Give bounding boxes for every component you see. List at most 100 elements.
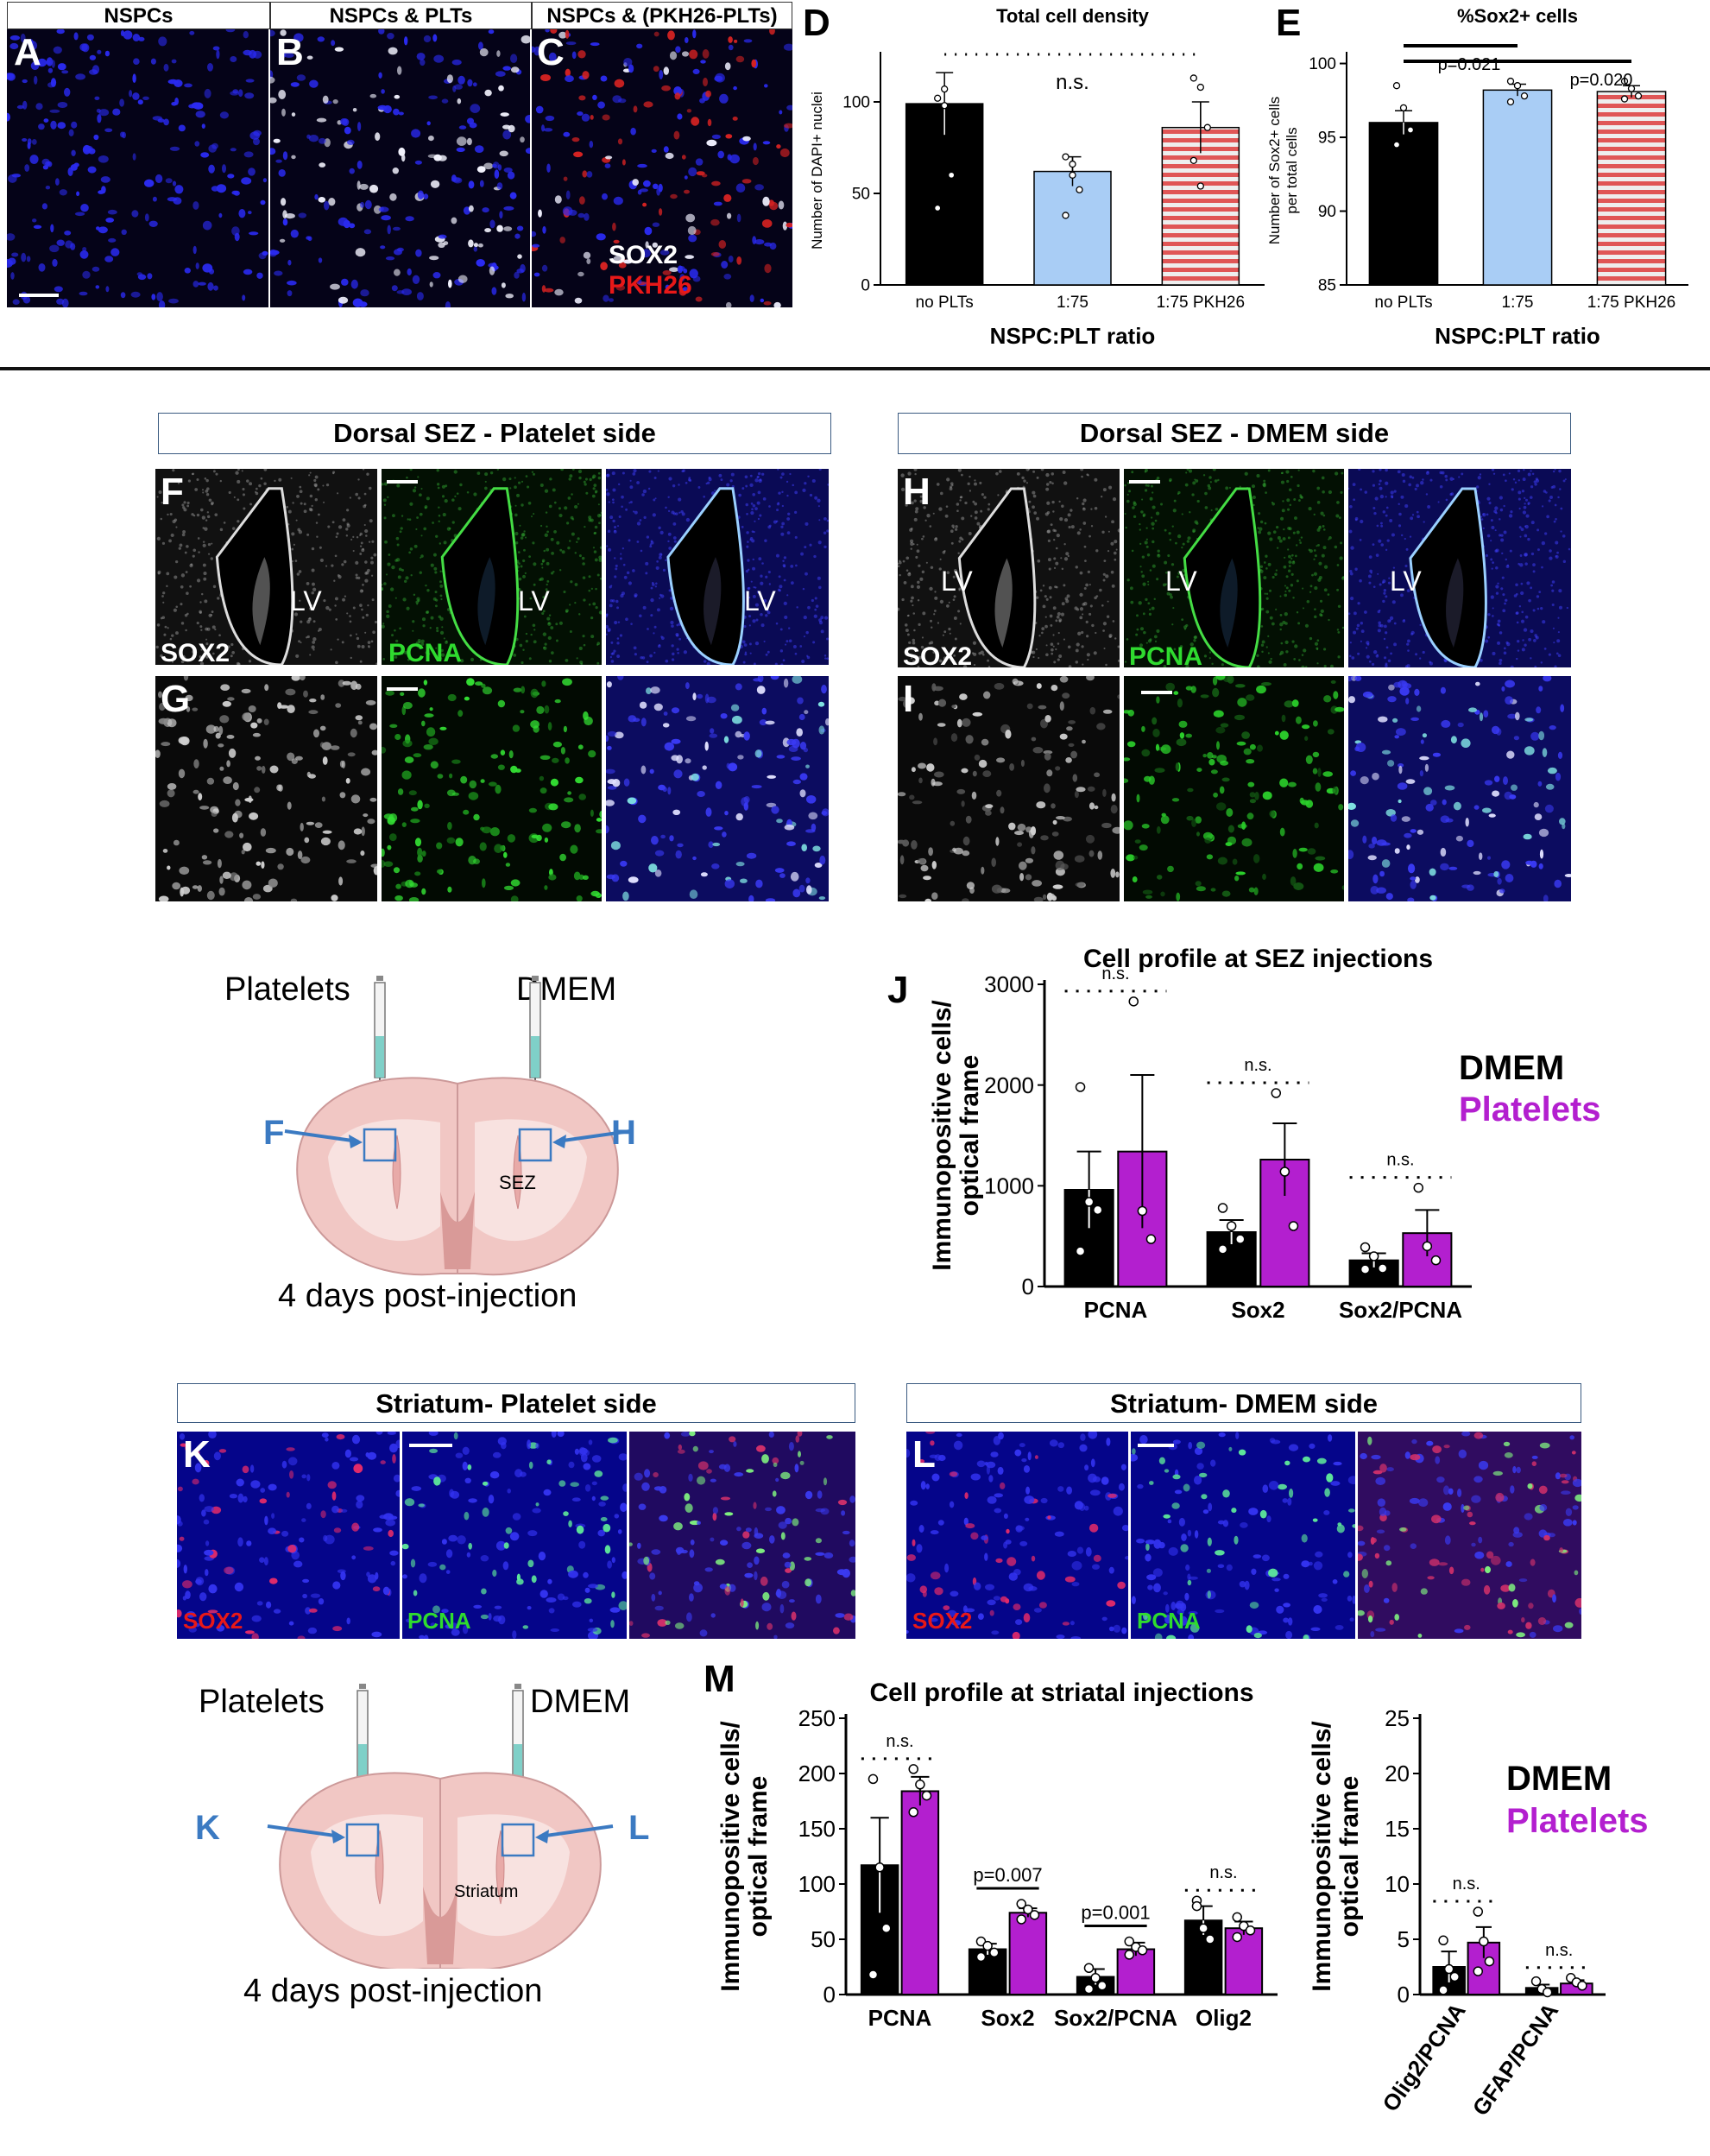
header-nspcs: NSPCs	[7, 2, 270, 29]
data-point	[868, 1969, 879, 1980]
data-point	[915, 1780, 925, 1790]
panel-letter-a: A	[14, 31, 41, 73]
y-tick-label: 150	[798, 1816, 836, 1842]
data-point	[1097, 1981, 1107, 1991]
lv-label-h1: LV	[941, 566, 973, 597]
y-tick-label: 25	[1385, 1705, 1410, 1731]
data-point	[1620, 77, 1629, 85]
data-point	[948, 171, 956, 179]
arrow-label-k: K	[195, 1809, 220, 1847]
y-tick-label: 0	[1022, 1274, 1034, 1299]
y-axis-label: Immunopositive cells/	[928, 1000, 956, 1271]
significance-label: p=0.001	[1081, 1902, 1150, 1924]
significance-label: n.s.	[1386, 1151, 1414, 1170]
panel-letter-e: E	[1276, 2, 1302, 44]
y-tick-label: 100	[798, 1871, 836, 1897]
y-tick-label: 0	[1398, 1982, 1410, 2007]
diagram-sez-platelets-label: Platelets	[224, 971, 350, 1008]
data-point	[1189, 156, 1197, 164]
data-point	[1069, 171, 1076, 179]
section-divider	[0, 367, 1710, 370]
y-tick-label: 85	[1318, 277, 1336, 295]
panel-letter-f: F	[161, 471, 184, 513]
micrograph-k-merge	[629, 1432, 855, 1639]
lv-label-f2: LV	[518, 585, 550, 616]
data-point	[1542, 1987, 1553, 1998]
x-tick-label: Sox2/PCNA	[1339, 1297, 1462, 1323]
scale-bar-l	[1138, 1444, 1174, 1447]
micrograph-h-merge	[1348, 469, 1571, 667]
y-tick-label: 200	[798, 1761, 836, 1786]
data-point	[1360, 1242, 1371, 1253]
data-point	[1279, 1167, 1290, 1177]
data-point	[1479, 1936, 1489, 1947]
micrograph-l-pcna	[1131, 1432, 1355, 1639]
chart-title: Cell profile at striatal injections	[869, 1679, 1253, 1707]
diagram-sez-region-label: SEZ	[499, 1172, 536, 1193]
chart-title: Total cell density	[996, 5, 1150, 27]
bar	[1224, 1927, 1264, 1996]
x-tick-label: PCNA	[868, 2005, 932, 2031]
micrograph-i-merge	[1348, 676, 1571, 901]
data-point	[1232, 1932, 1242, 1943]
significance-label: n.s.	[1545, 1941, 1573, 1960]
data-point	[1128, 996, 1139, 1007]
data-point	[1520, 92, 1529, 100]
x-tick-label: 1:75	[1502, 294, 1534, 312]
diagram-str-caption: 4 days post-injection	[243, 1973, 543, 2009]
arrow-label-f: F	[263, 1114, 285, 1152]
lv-label-f3: LV	[744, 585, 776, 616]
data-point	[1438, 1985, 1448, 1995]
significance-label: p=0.020	[1570, 71, 1633, 90]
data-point	[1205, 1934, 1215, 1944]
x-tick-label: no PLTs	[916, 294, 974, 312]
data-point	[908, 1764, 918, 1774]
significance-label: n.s.	[1101, 964, 1129, 983]
data-point	[1627, 85, 1636, 92]
data-point	[1137, 1205, 1148, 1217]
y-tick-label: 50	[811, 1926, 836, 1952]
data-point	[1196, 83, 1204, 92]
micrograph-l-merge	[1358, 1432, 1581, 1639]
micrograph-i-sox2	[898, 676, 1120, 901]
y-axis-label: optical frame	[956, 1055, 984, 1217]
panel-letter-i: I	[903, 678, 914, 720]
data-point	[1075, 1246, 1086, 1256]
data-point	[1083, 1983, 1095, 1995]
data-point	[1422, 1241, 1433, 1252]
data-point	[1399, 104, 1408, 111]
stain-label-sox2-c: SOX2	[609, 241, 678, 269]
data-point	[1634, 92, 1643, 100]
data-point	[1506, 77, 1515, 85]
lv-label-f1: LV	[290, 585, 322, 616]
legend-dmem-j: DMEM	[1459, 1049, 1565, 1087]
micrograph-f-sox2	[155, 469, 377, 665]
data-point	[1360, 1264, 1371, 1274]
data-point	[1189, 74, 1197, 82]
arrow-label-l: L	[628, 1809, 650, 1847]
y-axis-label: Immunopositive cells/	[716, 1721, 745, 1992]
data-point	[1392, 141, 1401, 149]
header-sez-platelet: Dorsal SEZ - Platelet side	[158, 413, 831, 454]
significance-label: n.s.	[1244, 1056, 1271, 1075]
header-striatum-platelet: Striatum- Platelet side	[177, 1383, 855, 1423]
y-tick-label: 100	[1309, 55, 1336, 73]
data-point	[1029, 1910, 1040, 1920]
y-tick-label: 2000	[984, 1072, 1034, 1098]
micrograph-g-merge	[606, 676, 829, 901]
data-point	[1124, 1950, 1134, 1960]
micrograph-b	[270, 29, 530, 307]
brain-diagram-striatum	[267, 1684, 614, 1969]
data-point	[1513, 82, 1522, 90]
data-point	[1217, 1203, 1228, 1213]
stain-label-sox2-h: SOX2	[903, 642, 973, 671]
stain-label-sox2-k: SOX2	[183, 1608, 243, 1634]
data-point	[1191, 1900, 1202, 1912]
y-tick-label: 3000	[984, 971, 1034, 997]
data-point	[1392, 82, 1401, 90]
bar	[1116, 1948, 1156, 1995]
data-point	[1406, 126, 1415, 134]
y-axis-label: per total cells	[1284, 127, 1300, 213]
